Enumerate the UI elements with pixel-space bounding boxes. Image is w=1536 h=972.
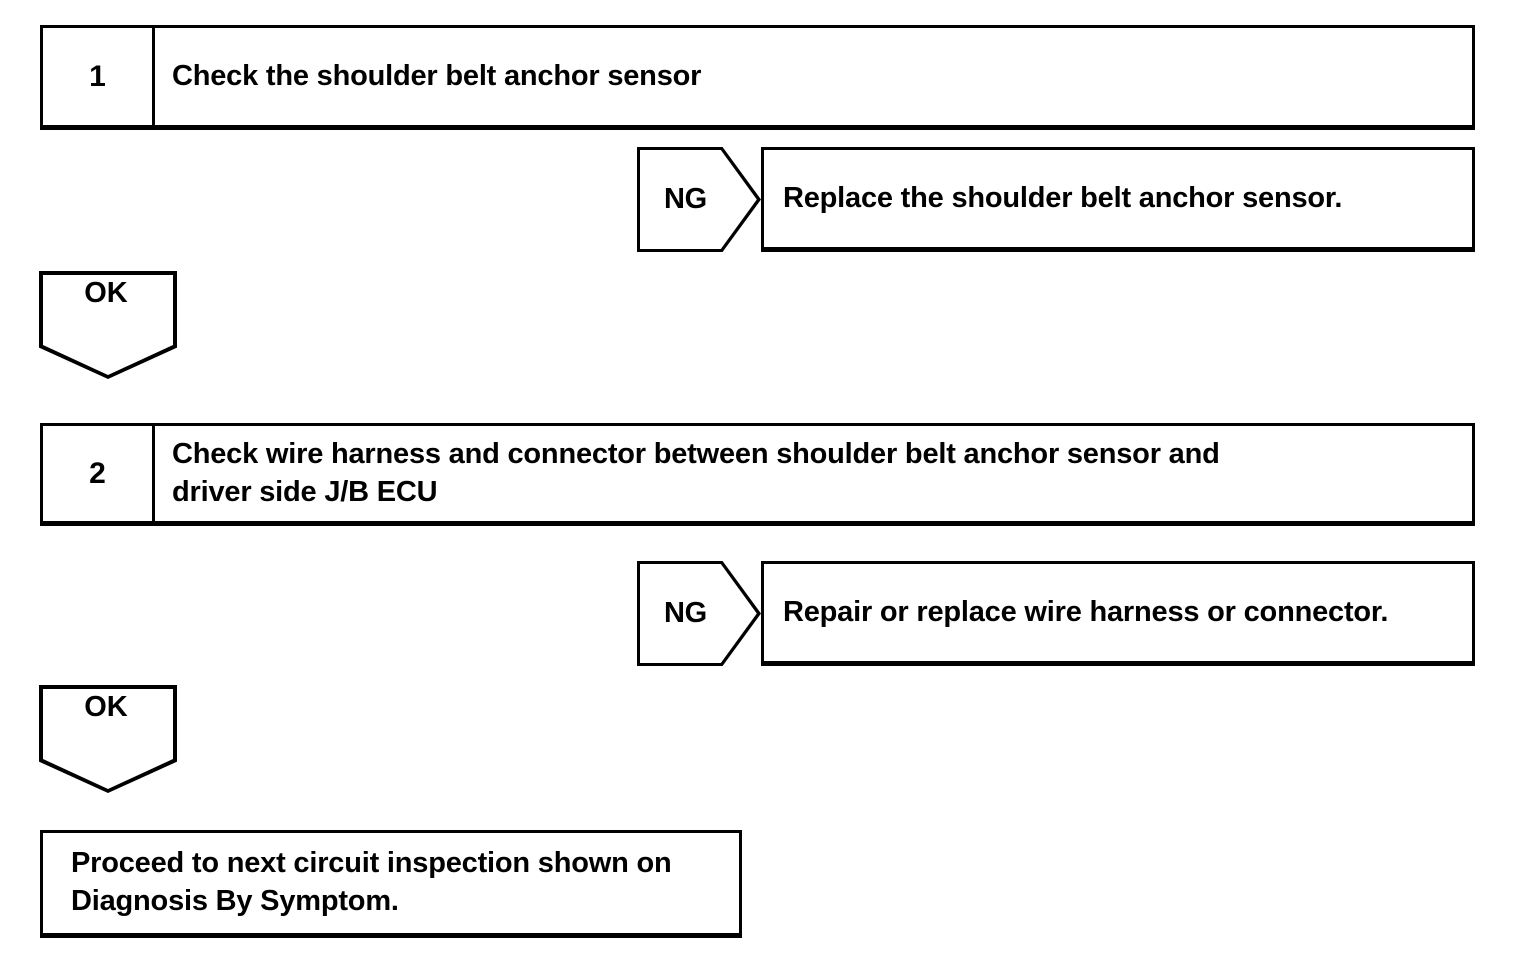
ng-branch-2: NG Repair or replace wire harness or con…: [637, 561, 1475, 666]
ok-arrow-2: OK: [39, 685, 177, 793]
terminal-box: Proceed to next circuit inspection shown…: [40, 830, 742, 938]
ng-arrow-label-1: NG: [664, 183, 707, 215]
ok-arrow-label-2: OK: [84, 691, 128, 723]
ok-arrow-label-1: OK: [84, 277, 128, 309]
ok-arrow-1: OK: [39, 271, 177, 379]
ng-action-box-1: Replace the shoulder belt anchor sensor.: [761, 147, 1475, 252]
step-instruction-2: Check wire harness and connector between…: [172, 438, 1220, 508]
step-number-1: 1: [43, 28, 155, 125]
step-box-2: 2 Check wire harness and connector betwe…: [40, 423, 1475, 526]
step-number-2: 2: [43, 426, 155, 521]
ng-arrow-2: NG: [637, 561, 761, 666]
step-instruction-1: Check the shoulder belt anchor sensor: [172, 59, 702, 92]
ng-arrow-label-2: NG: [664, 597, 707, 629]
ng-arrow-1: NG: [637, 147, 761, 252]
step-box-1: 1 Check the shoulder belt anchor sensor: [40, 25, 1475, 130]
ng-action-box-2: Repair or replace wire harness or connec…: [761, 561, 1475, 666]
ng-branch-1: NG Replace the shoulder belt anchor sens…: [637, 147, 1475, 252]
